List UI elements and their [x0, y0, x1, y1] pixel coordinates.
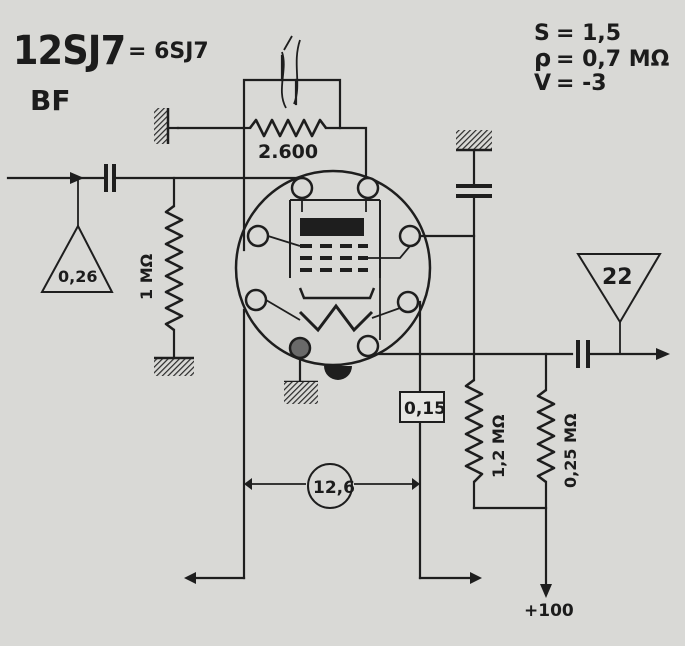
cathode-resistor-label: 2.600 — [258, 141, 318, 163]
param-s-value: = 1,5 — [556, 21, 621, 46]
output-network: 1,2 MΩ 0,25 MΩ +100 0,15 22 — [376, 130, 670, 621]
tube-function: BF — [30, 84, 70, 117]
heater-voltage: 12,6 — [313, 478, 355, 498]
tube-envelope — [234, 169, 432, 380]
supply-voltage: +100 — [524, 601, 574, 621]
grid-resistor-label: 1 MΩ — [137, 253, 156, 300]
screen-resistor — [464, 378, 484, 483]
screen-resistor-label: 1,2 MΩ — [489, 414, 508, 478]
plate-resistor-label: 0,25 MΩ — [561, 413, 580, 488]
param-s-label: S — [534, 21, 550, 46]
heater-section: 12,6 — [184, 300, 482, 584]
grid-resistor — [164, 204, 184, 332]
cathode-resistor — [248, 118, 328, 138]
output-arrow — [656, 348, 670, 360]
param-v-label: V — [534, 71, 551, 96]
plate-resistor — [536, 388, 556, 484]
input-gain: 0,26 — [58, 267, 97, 286]
param-v-value: = -3 — [556, 71, 607, 96]
output-gain: 22 — [602, 265, 633, 290]
param-rho-label: ρ — [534, 44, 551, 72]
cathode-network: 2.600 — [154, 35, 368, 252]
tube-equivalent: = 6SJ7 — [128, 39, 209, 64]
screen-current: 0,15 — [404, 399, 446, 419]
tube-name: 12SJ7 — [13, 28, 125, 75]
input-section: 0,26 1 MΩ — [6, 164, 302, 376]
param-rho-value: = 0,7 MΩ — [556, 47, 670, 72]
input-arrow — [70, 172, 84, 184]
